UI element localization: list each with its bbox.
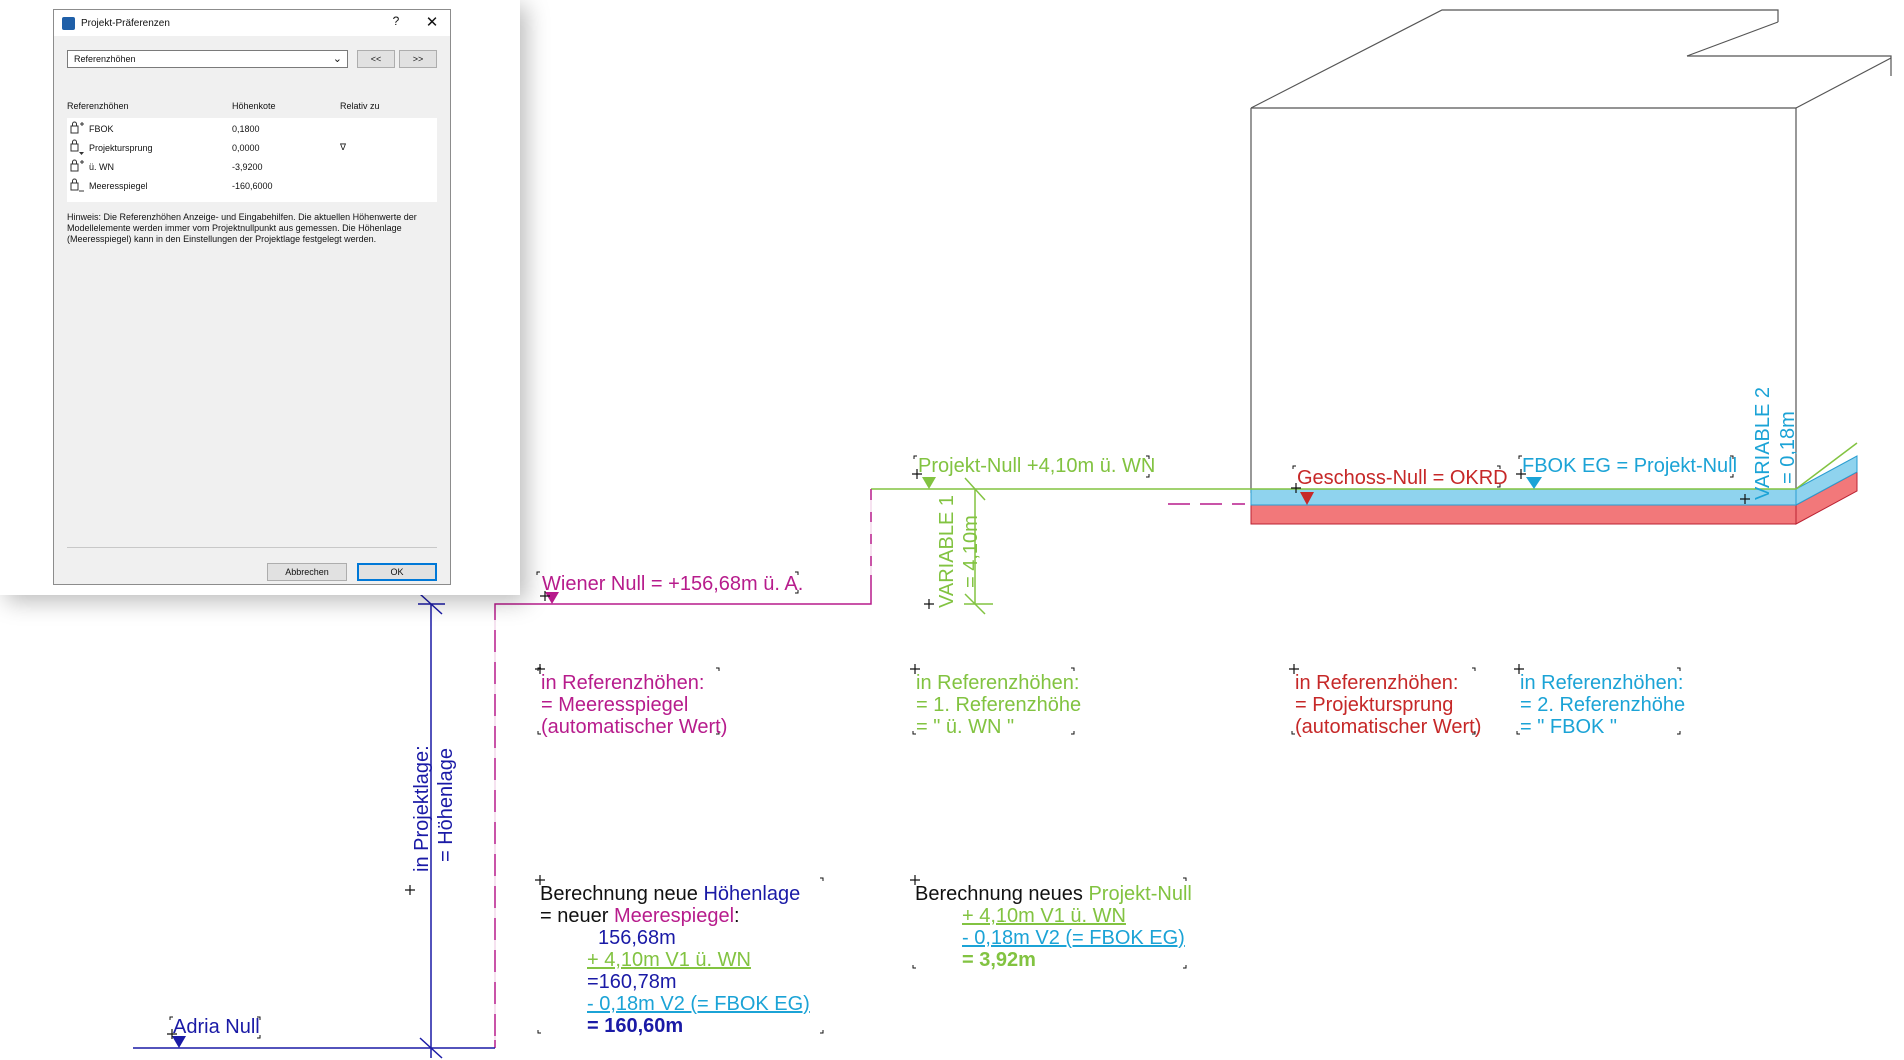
- note-geschoss-line1: in Referenzhöhen:: [1295, 672, 1459, 694]
- project-preferences-dialog: Projekt-Präferenzen ? ✕ Referenzhöhen ⌄ …: [53, 9, 451, 585]
- projekt-null-line: [871, 477, 1796, 615]
- building-outline: [1250, 9, 1892, 493]
- note-projekt-line1: in Referenzhöhen:: [916, 672, 1080, 694]
- hint-text: Hinweis: Die Referenzhöhen Anzeige- und …: [67, 212, 417, 244]
- row-value[interactable]: 0,0000: [232, 143, 260, 153]
- table-row[interactable]: Meeresspiegel -160,6000: [67, 176, 437, 195]
- wiener-null-label: Wiener Null = +156,68m ü. A.: [542, 573, 804, 595]
- note-brackets: [169, 455, 1734, 1039]
- calc-projektnull-line1: Berechnung neues Projekt-Null: [915, 883, 1192, 905]
- dialog-titlebar[interactable]: Projekt-Präferenzen ? ✕: [54, 10, 450, 36]
- row-name: FBOK: [89, 124, 114, 134]
- calc-p-l1a: Berechnung neues: [915, 883, 1089, 905]
- variable1-label-line1: VARIABLE 1: [936, 494, 958, 608]
- lock-level-icon: [70, 139, 84, 155]
- projektlage-label-line1: in Projektlage:: [411, 745, 433, 872]
- row-value[interactable]: 0,1800: [232, 124, 260, 134]
- dashed-guides: [494, 500, 1245, 1040]
- calc-hoehenlage-line5: =160,78m: [587, 971, 677, 993]
- calc-projektnull-line3: - 0,18m V2 (= FBOK EG): [962, 927, 1185, 949]
- calc-hoehenlage-line3: 156,68m: [598, 927, 676, 949]
- note-geschoss: in Referenzhöhen: = Projektursprung (aut…: [1295, 672, 1481, 738]
- calc-hoehenlage-line4: + 4,10m V1 ü. WN: [587, 949, 751, 971]
- anchor-crosses: [167, 469, 1750, 1039]
- calc-projektnull-line4: = 3,92m: [962, 949, 1036, 971]
- calc-projektnull-line2: + 4,10m V1 ü. WN: [962, 905, 1126, 927]
- cancel-button[interactable]: Abbrechen: [267, 563, 347, 581]
- level-markers: [172, 477, 1542, 1048]
- close-button[interactable]: ✕: [425, 14, 439, 31]
- table-row[interactable]: Projektursprung 0,0000 ∇: [67, 138, 437, 157]
- category-dropdown-value: Referenzhöhen: [74, 54, 136, 64]
- prev-page-button[interactable]: <<: [357, 50, 395, 68]
- note-fbok-line3: = " FBOK ": [1520, 716, 1618, 738]
- projekt-null-label: Projekt-Null +4,10m ü. WN: [918, 455, 1156, 477]
- ok-button[interactable]: OK: [357, 563, 437, 581]
- chevron-down-icon: ⌄: [332, 53, 342, 65]
- table-row[interactable]: FBOK 0,1800: [67, 119, 437, 138]
- app-icon: [62, 17, 75, 30]
- footer-divider: [67, 547, 437, 548]
- calc-h-l2a: = neuer: [540, 905, 614, 927]
- row-name: Projektursprung: [89, 143, 153, 153]
- note-fbok-line2: = 2. Referenzhöhe: [1520, 694, 1686, 716]
- calc-hoehenlage: Berechnung neue Höhenlage = neuer Meeres…: [540, 883, 810, 1037]
- note-geschoss-line3: (automatischer Wert): [1295, 716, 1482, 738]
- column-header-relative: Relativ zu: [340, 101, 380, 111]
- variable2-label-line1: VARIABLE 2: [1752, 386, 1774, 500]
- calc-hoehenlage-line1: Berechnung neue Höhenlage: [540, 883, 810, 905]
- row-relative: ∇: [340, 142, 347, 152]
- geschoss-null-label: Geschoss-Null = OKRD: [1297, 467, 1508, 489]
- calc-h-l2b: Meerespiegel: [613, 905, 735, 927]
- fbok-eg-label: FBOK EG = Projekt-Null: [1522, 455, 1738, 477]
- note-wiener-line1: in Referenzhöhen:: [541, 672, 705, 694]
- column-header-height: Höhenkote: [232, 101, 276, 111]
- row-name: ü. WN: [89, 162, 115, 172]
- variable2-label-line2: = 0,18m: [1777, 411, 1799, 484]
- adria-null-label: Adria Null: [173, 1016, 260, 1038]
- calc-hoehenlage-line7: = 160,60m: [587, 1015, 684, 1037]
- note-wiener-line3: (automatischer Wert): [541, 716, 728, 738]
- note-projekt: in Referenzhöhen: = 1. Referenzhöhe = " …: [916, 672, 1081, 738]
- lock-level-icon: [70, 121, 84, 134]
- note-projekt-line2: = 1. Referenzhöhe: [916, 694, 1082, 716]
- row-value[interactable]: -3,9200: [232, 162, 263, 172]
- lock-level-icon: [70, 178, 84, 192]
- projektlage-label-line2: = Höhenlage: [435, 748, 457, 862]
- category-dropdown[interactable]: Referenzhöhen ⌄: [67, 50, 348, 68]
- note-fbok: in Referenzhöhen: = 2. Referenzhöhe = " …: [1520, 672, 1685, 738]
- table-row[interactable]: ü. WN -3,9200: [67, 157, 437, 176]
- calc-h-l1a: Berechnung neue: [540, 883, 704, 905]
- next-page-button[interactable]: >>: [399, 50, 437, 68]
- variable1-label-line2: = 4,10m: [960, 515, 982, 588]
- dialog-title: Projekt-Präferenzen: [81, 18, 170, 29]
- calc-hoehenlage-line2: = neuer Meerespiegel:: [540, 905, 810, 927]
- note-wiener: in Referenzhöhen: = Meeresspiegel (autom…: [541, 672, 727, 738]
- column-header-name: Referenzhöhen: [67, 101, 129, 111]
- note-fbok-line1: in Referenzhöhen:: [1520, 672, 1684, 694]
- reference-heights-table: FBOK 0,1800 Projektursprung 0,0000 ∇ ü. …: [67, 118, 437, 202]
- help-button[interactable]: ?: [392, 14, 400, 28]
- row-value[interactable]: -160,6000: [232, 181, 273, 191]
- adria-null-line: [133, 593, 495, 1059]
- note-projekt-line3: = " ü. WN ": [916, 716, 1015, 738]
- calc-h-l2c: :: [734, 905, 740, 927]
- note-wiener-line2: = Meeresspiegel: [541, 694, 689, 716]
- note-geschoss-line2: = Projektursprung: [1295, 694, 1454, 716]
- row-name: Meeresspiegel: [89, 181, 148, 191]
- calc-h-l1b: Höhenlage: [703, 883, 801, 905]
- lock-level-icon: [70, 159, 84, 172]
- calc-p-l1b: Projekt-Null: [1088, 883, 1192, 905]
- calc-hoehenlage-line6: - 0,18m V2 (= FBOK EG): [587, 993, 810, 1015]
- calc-projektnull: Berechnung neues Projekt-Null + 4,10m V1…: [915, 883, 1192, 971]
